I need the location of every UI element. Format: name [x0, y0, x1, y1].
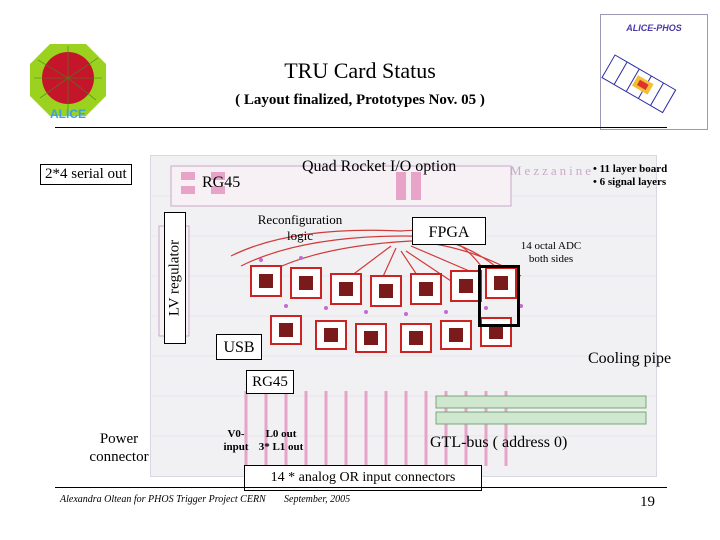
fpga-label: FPGA	[412, 217, 486, 245]
adc-line-1: 14 octal ADC	[520, 240, 582, 252]
slide-title: TRU Card Status	[284, 58, 436, 83]
adc-note: 14 octal ADC both sides	[506, 240, 596, 266]
lv-regulator-label: LV regulator	[164, 212, 186, 344]
adc-highlight-box	[478, 265, 520, 327]
power-line-2: connector	[89, 449, 149, 465]
analog-or-label: 14 * analog OR input connectors	[244, 465, 482, 491]
footer-author: Alexandra Oltean for PHOS Trigger Projec…	[60, 494, 266, 505]
board-layers-note: • 11 layer board • 6 signal layers	[593, 163, 667, 189]
phos-logo: ALICE-PHOS	[600, 14, 708, 130]
layers-line-2: • 6 signal layers	[593, 176, 667, 188]
pcb-layout-image	[150, 155, 657, 477]
slide-subtitle: ( Layout finalized, Prototypes Nov. 05 )	[235, 92, 485, 108]
reconfig-line-2: logic	[287, 228, 313, 243]
power-line-1: Power	[99, 431, 139, 447]
rg45-mid-label: RG45	[246, 370, 294, 394]
layers-line-1: • 11 layer board	[593, 163, 668, 175]
v0-line-2: input	[223, 441, 249, 453]
alice-logo: ALICE	[28, 40, 108, 121]
header-rule	[55, 127, 667, 128]
l0-out-label: L0 out 3* L1 out	[252, 428, 310, 454]
footer-date: September, 2005	[284, 494, 351, 505]
rg45-top-label: RG45	[202, 174, 241, 191]
power-connector-label: Power connector	[80, 430, 158, 466]
mezzanine-label: Mezzanine	[510, 163, 595, 178]
adc-line-2: both sides	[528, 253, 574, 265]
l0-line-1: L0 out	[265, 428, 297, 440]
cooling-pipe-label: Cooling pipe	[588, 350, 672, 367]
quad-rocket-label: Quad Rocket I/O option	[302, 158, 457, 175]
v0-input-label: V0- input	[218, 428, 254, 454]
usb-label: USB	[216, 334, 262, 360]
gtl-bus-label: GTL-bus ( address 0)	[430, 434, 568, 451]
svg-text:ALICE-PHOS: ALICE-PHOS	[625, 23, 682, 33]
v0-line-1: V0-	[227, 428, 245, 440]
reconfig-line-1: Reconfiguration	[257, 212, 343, 227]
page-number: 19	[640, 494, 655, 510]
reconfig-logic-label: Reconfiguration logic	[250, 212, 350, 244]
serial-out-label: 2*4 serial out	[40, 164, 132, 185]
svg-text:ALICE: ALICE	[50, 107, 86, 120]
l0-line-2: 3* L1 out	[258, 441, 304, 453]
footer-rule	[55, 487, 667, 488]
